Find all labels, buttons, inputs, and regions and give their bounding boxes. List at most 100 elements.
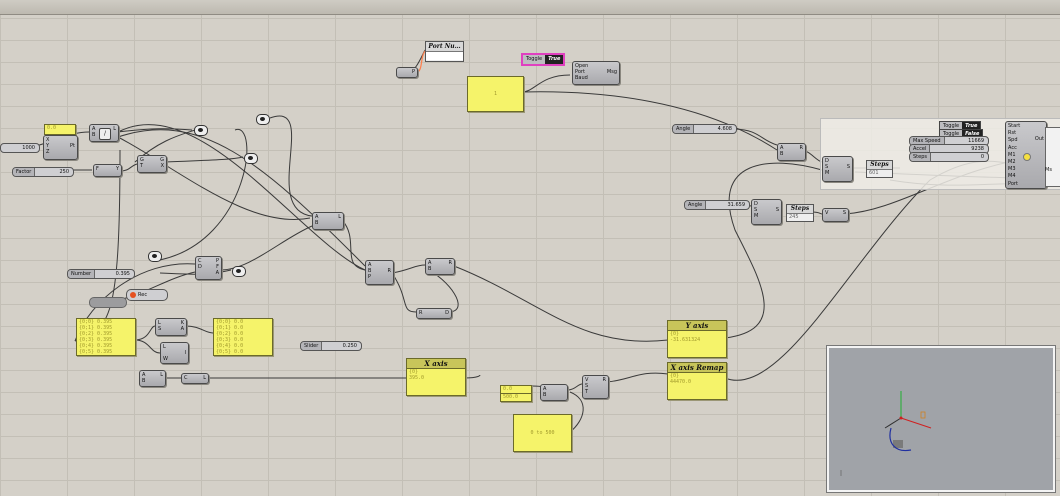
output-p: P [215,258,219,264]
slider-value: 11669 [968,138,984,144]
input-port: Port [1008,180,1018,187]
input-d: D [825,158,829,164]
x-axis-remap-panel[interactable]: X axis Remap {0} 44470.0 [667,362,727,400]
output-a: A [215,270,219,276]
output-s: S [775,207,779,213]
arduino-stepper-component[interactable]: Start Rst Spd Acc M1 M2 M3 M4 Port Out [1005,121,1047,189]
input-g: G [140,157,144,163]
relay-node-4[interactable] [148,251,162,262]
input-d: D [198,264,202,270]
output-a: A [180,326,184,332]
port-number-panel[interactable]: Port Nu… [425,41,464,62]
length-component[interactable]: C L [181,373,209,384]
degrees-component[interactable]: R D [416,308,452,319]
rhino-viewport-preview[interactable] [827,346,1055,492]
steps-panel-2[interactable]: Steps 245 [786,204,814,222]
y-axis-panel[interactable]: Y axis {0} -31.631324 [667,320,727,358]
expression-component[interactable]: F Y [93,164,122,177]
slider-factor[interactable]: Factor 250 [12,167,74,177]
slider-value: 250 [59,169,69,175]
input-b: B [780,151,784,157]
panel-value: 0 to 500 [530,430,555,436]
input-c: C [184,375,188,381]
warning-light-icon [1023,153,1031,161]
relay-node-5[interactable] [232,266,246,277]
list-panel-right[interactable]: {0;0} 0.0 {0;1} 0.0 {0;2} 0.0 {0;3} 0.0 … [213,318,273,356]
input-p: P [368,274,372,280]
toggle-label: Toggle [943,123,960,129]
output-x: X [160,163,164,169]
output-l: L [338,214,341,220]
steps-value: 601 [869,170,879,176]
range-panel[interactable]: 0 to 500 [513,414,572,452]
disabled-slider-pill[interactable] [89,297,127,308]
panel-value: 395.0 [409,375,425,381]
slider-number[interactable]: Number 0.395 [67,269,135,279]
input-a: A [368,262,372,268]
input-baud: Baud [575,75,588,81]
relay-node-3[interactable] [244,153,258,164]
slider-steps[interactable]: Steps 0 [909,152,989,162]
input-acc: Acc [1008,144,1017,151]
port-number-param[interactable]: P [396,67,418,78]
record-dot-icon [130,292,136,298]
number-panel-top[interactable]: 0.0 [44,124,76,135]
output-g: G [160,157,164,163]
toggle-label: Toggle [526,56,543,62]
slider-slider[interactable]: Slider 0.250 [300,341,362,351]
x-axis-panel[interactable]: X axis {0} 395.0 [406,358,466,396]
input-a: A [780,145,784,151]
input-v: V [825,210,829,216]
slider-1000[interactable]: 1000 [0,143,40,153]
sign-component[interactable]: V S [822,208,849,222]
output-panel-edge[interactable]: Ms [1045,127,1060,187]
input-spd: Spd [1008,137,1018,144]
input-start: Start [1008,123,1021,129]
relay-node-2[interactable] [256,114,270,125]
relay-node-1[interactable] [194,125,208,136]
slider-angle-2[interactable]: Angle 31.659 [684,200,750,210]
input-z: Z [46,149,50,155]
list-row: {0;1} 0.395 [79,325,113,331]
output-l: L [160,372,163,378]
list-panel-left[interactable]: {0;0} 0.395 {0;1} 0.395 {0;2} 0.395 {0;3… [76,318,136,356]
viewport-scene [840,391,932,476]
input-m: M [825,170,830,176]
output-y: Y [115,166,119,172]
output-out: Out [1034,136,1044,142]
input-r: R [419,310,423,316]
output-msg: Msg [606,69,617,75]
center-yellow-panel[interactable]: 1 [467,76,524,112]
input-v: V [585,377,589,383]
bound-panel-2[interactable]: 500.0 [500,393,532,402]
port-number-title: Port Nu… [426,42,463,52]
steps-value: 245 [789,214,799,220]
panel-value: 44470.0 [670,379,692,385]
record-button[interactable]: Rec [126,289,168,301]
input-m3: M3 [1008,166,1016,173]
slider-label: Number [68,270,96,278]
list-row: {0;3} 0.395 [79,337,113,343]
output-i: I [184,350,186,356]
slider-angle-1[interactable]: Angle 4.608 [672,124,737,134]
input-t: T [585,389,589,395]
steps-panel-1[interactable]: Steps 601 [866,160,893,178]
slider-label: Angle [673,125,695,133]
